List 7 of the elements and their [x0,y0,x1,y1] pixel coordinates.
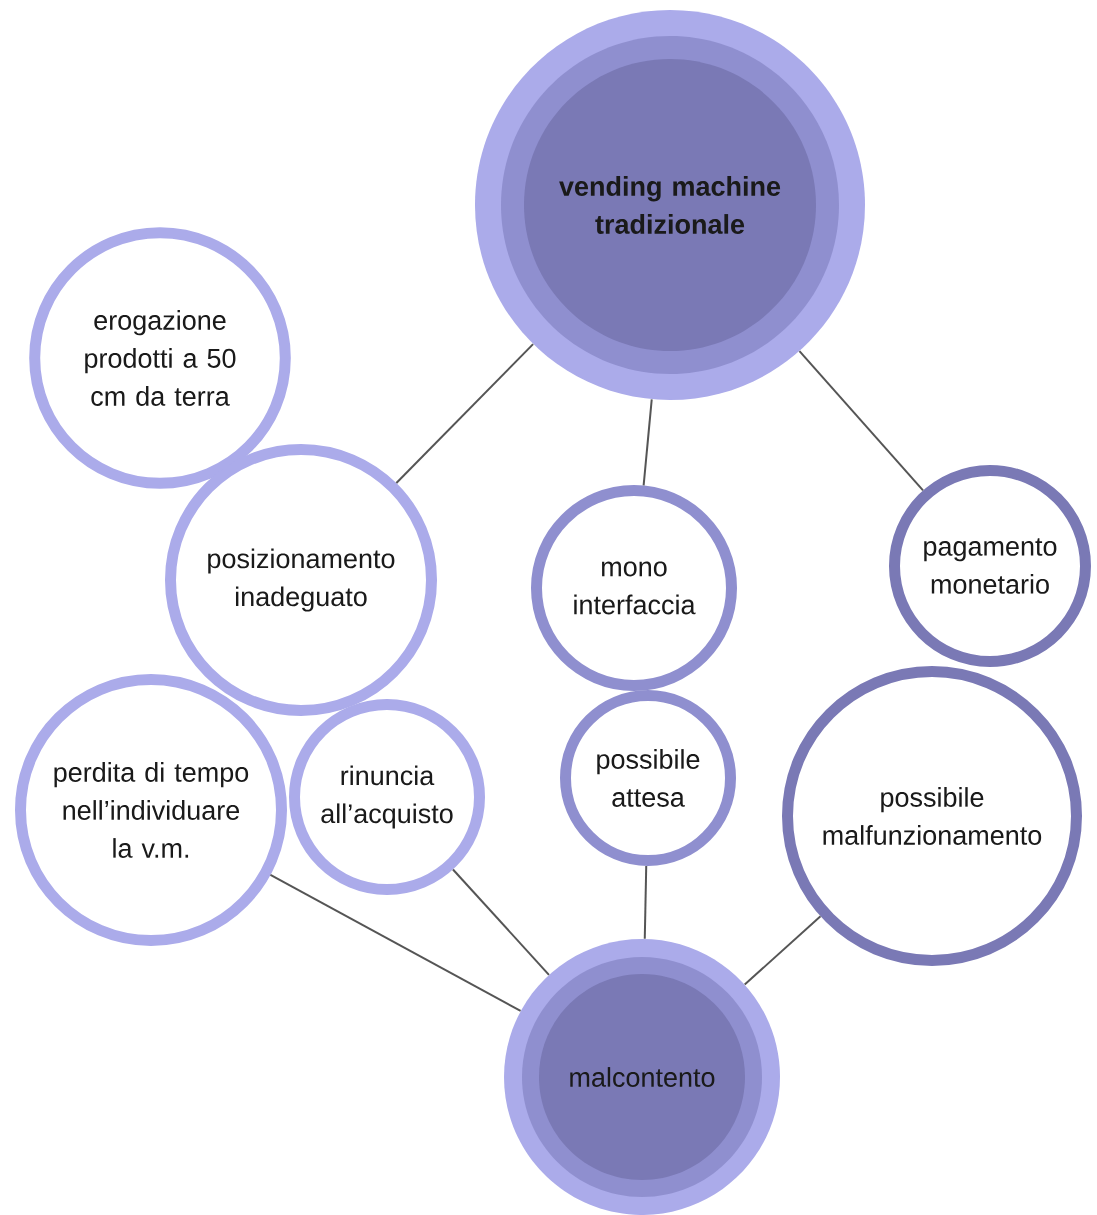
connector-line [452,868,550,976]
connector-line [395,343,535,485]
connector-line [798,350,924,492]
connector-line [643,865,648,940]
connector-line [743,915,822,986]
connector-line [642,398,653,487]
connector-line [269,873,522,1012]
